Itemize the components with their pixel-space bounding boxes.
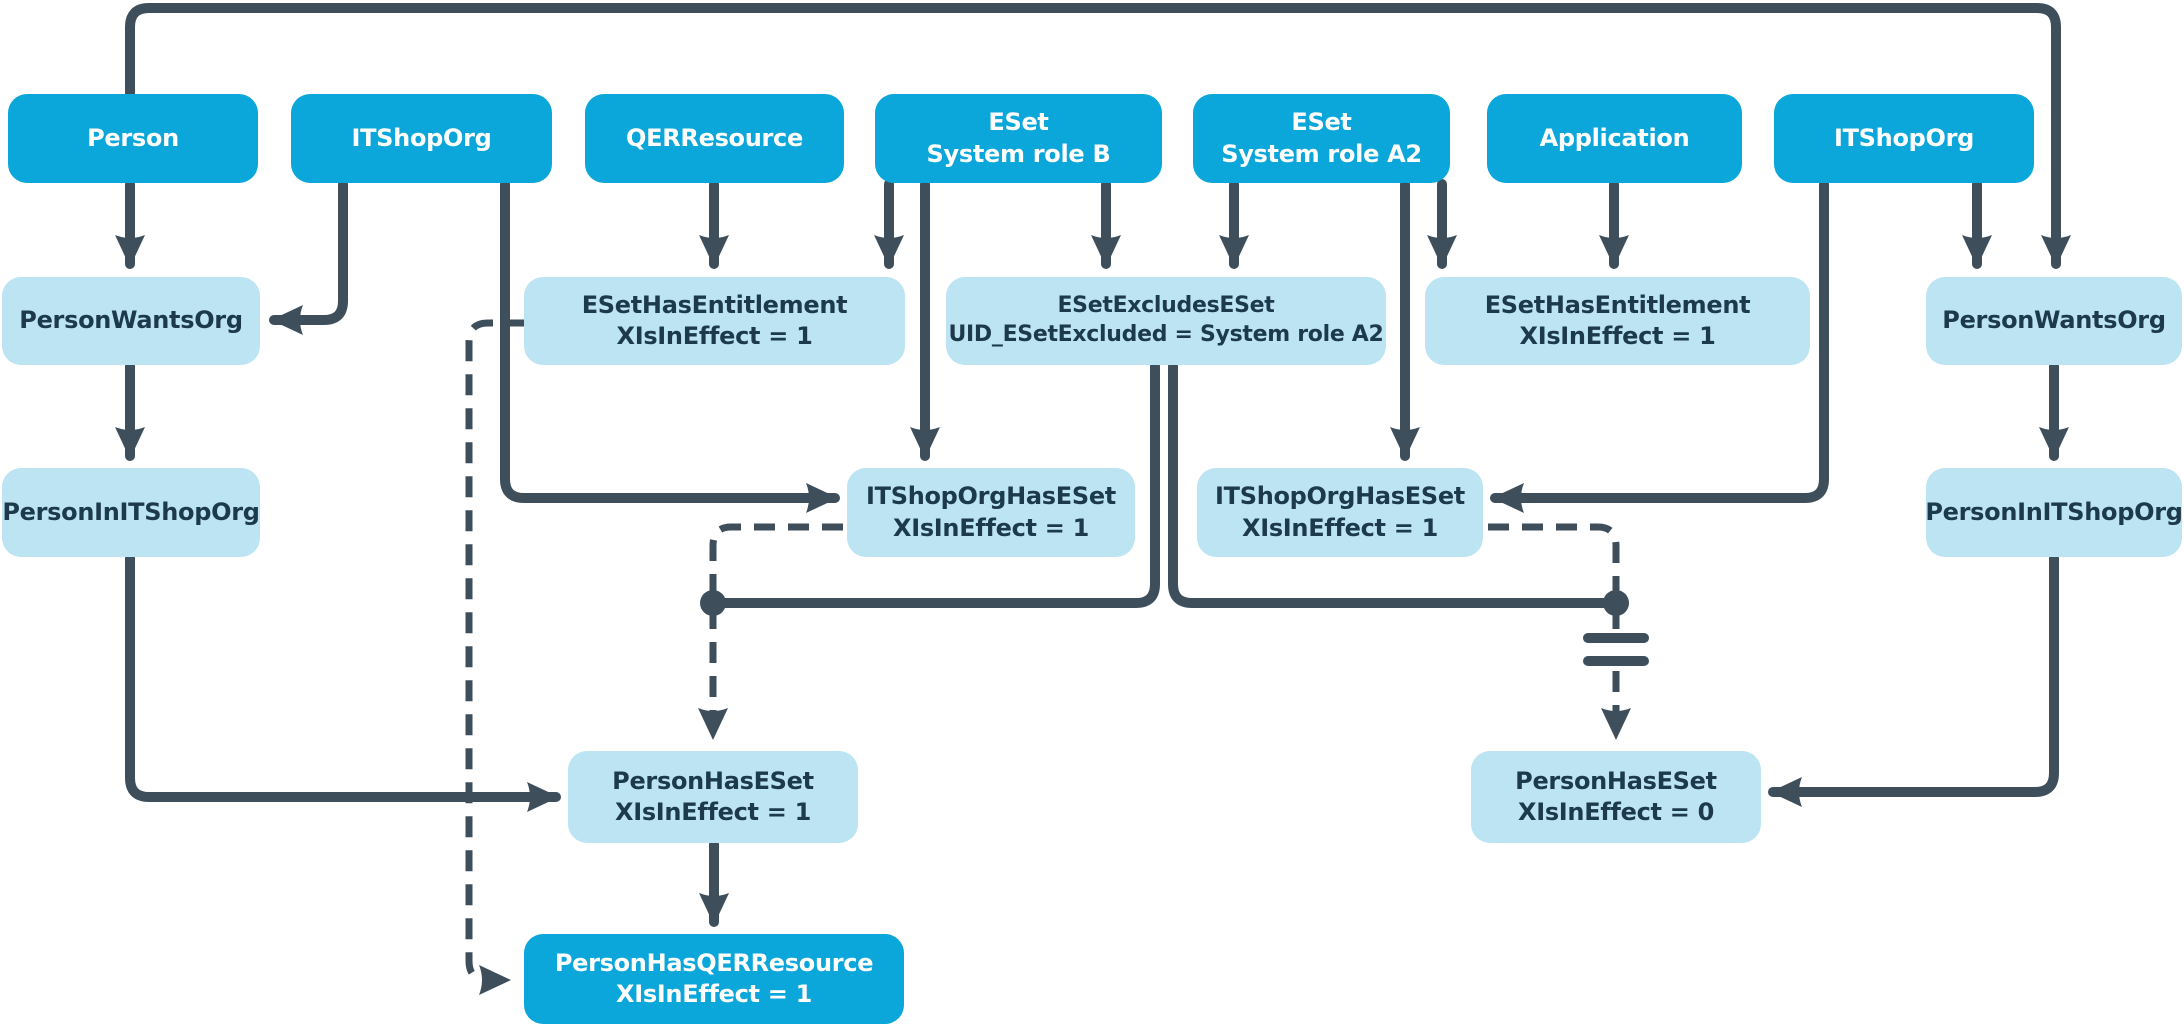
node-itshoporghaseset-right-label: ITShopOrgHasESet XIsInEffect = 1 xyxy=(1215,482,1465,542)
node-esetexcludeseset-label: ESetExcludesESet UID_ESetExcluded = Syst… xyxy=(948,293,1384,347)
edge-esetexcludeseset-to-right-junction xyxy=(1168,361,1621,608)
edge-person-to-personwantsorg-right xyxy=(125,3,2071,269)
node-eset-system-role-a2: ESet System role A2 xyxy=(1193,94,1450,183)
node-esethasentitlement-right: ESetHasEntitlement XIsInEffect = 1 xyxy=(1425,277,1810,365)
node-eset-system-role-b: ESet System role B xyxy=(875,94,1162,183)
node-personinitshoporg-left: PersonInITShopOrg xyxy=(2,468,260,557)
edge-personinitshoporg-right-to-personhaseset-inactive xyxy=(1768,553,2059,807)
node-personinitshoporg-right-label: PersonInITShopOrg xyxy=(1925,497,2183,526)
node-qerresource: QERResource xyxy=(585,94,844,183)
edge-personinitshoporg-left-to-personhaseset-active xyxy=(125,553,561,812)
edge-itshoporghaseset-left-to-personhaseset-active-dashed xyxy=(698,523,843,740)
node-personwantsorg-left: PersonWantsOrg xyxy=(2,277,260,365)
edge-itshoporg-right-to-itshoporghaseset-right xyxy=(1490,179,1829,513)
node-itshoporghaseset-left-label: ITShopOrgHasESet XIsInEffect = 1 xyxy=(866,482,1116,542)
edge-itshoporg-left-to-personwantsorg-left xyxy=(269,179,348,335)
node-esethasentitlement-right-label: ESetHasEntitlement XIsInEffect = 1 xyxy=(1484,290,1751,350)
node-person-label: Person xyxy=(87,123,179,152)
node-personwantsorg-right-label: PersonWantsOrg xyxy=(1942,306,2166,335)
node-personinitshoporg-left-label: PersonInITShopOrg xyxy=(2,497,260,526)
node-personwantsorg-left-label: PersonWantsOrg xyxy=(19,306,243,335)
node-itshoporghaseset-right: ITShopOrgHasESet XIsInEffect = 1 xyxy=(1197,468,1483,557)
junction-dot-right xyxy=(1603,590,1629,616)
edge-esethasentitlement-left-to-personhasqerresource-dashed xyxy=(465,319,527,995)
node-personhasqerresource: PersonHasQERResource XIsInEffect = 1 xyxy=(524,934,904,1024)
node-personhasqerresource-label: PersonHasQERResource XIsInEffect = 1 xyxy=(554,948,874,1008)
node-application: Application xyxy=(1487,94,1742,183)
edge-itshoporg-left-to-itshoporghaseset-left xyxy=(500,179,840,513)
node-personhaseset-inactive: PersonHasESet XIsInEffect = 0 xyxy=(1471,751,1761,843)
inhibitor-bar-bottom xyxy=(1583,656,1649,666)
node-personhaseset-active-label: PersonHasESet XIsInEffect = 1 xyxy=(612,766,814,826)
node-qerresource-label: QERResource xyxy=(626,123,803,152)
node-esethasentitlement-left-label: ESetHasEntitlement XIsInEffect = 1 xyxy=(581,290,848,350)
edge-itshoporghaseset-right-to-inhibitor-dashed xyxy=(1488,523,1620,629)
node-person: Person xyxy=(8,94,258,183)
node-esetexcludeseset: ESetExcludesESet UID_ESetExcluded = Syst… xyxy=(946,277,1386,365)
node-itshoporg-left: ITShopOrg xyxy=(291,94,552,183)
node-personhaseset-inactive-label: PersonHasESet XIsInEffect = 0 xyxy=(1515,766,1717,826)
node-itshoporg-left-label: ITShopOrg xyxy=(351,123,492,152)
node-eset-system-role-a2-label: ESet System role A2 xyxy=(1221,108,1422,168)
node-personwantsorg-right: PersonWantsOrg xyxy=(1926,277,2182,365)
inhibitor-bar-top xyxy=(1583,633,1649,643)
node-itshoporg-right-label: ITShopOrg xyxy=(1833,123,1975,152)
edge-esetexcludeseset-to-left-junction xyxy=(708,361,1160,608)
node-personinitshoporg-right: PersonInITShopOrg xyxy=(1925,468,2183,557)
junction-dot-left xyxy=(700,590,726,616)
node-itshoporghaseset-left: ITShopOrgHasESet XIsInEffect = 1 xyxy=(847,468,1135,557)
node-application-label: Application xyxy=(1539,123,1690,152)
node-itshoporg-right: ITShopOrg xyxy=(1774,94,2034,183)
node-esethasentitlement-left: ESetHasEntitlement XIsInEffect = 1 xyxy=(524,277,905,365)
node-personhaseset-active: PersonHasESet XIsInEffect = 1 xyxy=(568,751,858,843)
node-eset-system-role-b-label: ESet System role B xyxy=(926,108,1111,168)
